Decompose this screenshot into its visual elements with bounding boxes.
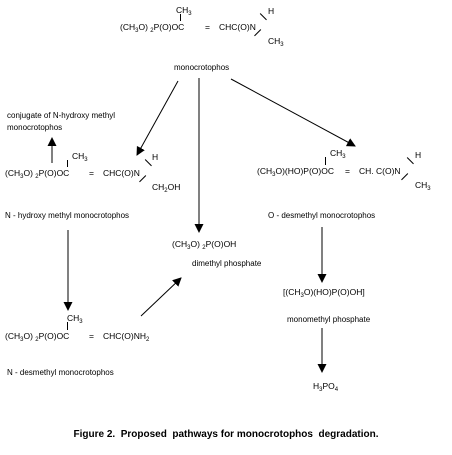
formula-label: (CH3O) 2P(O)OC (5, 331, 70, 343)
double-bond-sign: = (89, 331, 94, 341)
conjugate-line-2: monocrotophos (7, 123, 63, 132)
formula-label: [(CH3O)(HO)P(O)OH] (283, 287, 365, 299)
n-methyl-label: CH3 (415, 180, 431, 192)
formula-label: (CH3O) 2P(O)OC (5, 168, 70, 180)
double-bond-sign: = (345, 166, 350, 176)
amide-label: CHC(O)N (219, 22, 256, 32)
hydrogen-label: H (415, 150, 422, 160)
bond-line (67, 322, 68, 330)
bond-line (67, 160, 68, 167)
hydrogen-label: H (152, 152, 159, 162)
compound-name: monocrotophos (174, 63, 230, 72)
bond-line (180, 14, 181, 21)
formula-label: (CH3O) 2P(O)OC (120, 22, 185, 34)
formula-label: (CH3O)(HO)P(O)OC (257, 166, 334, 178)
methyl-group-label: CH3 (72, 151, 88, 163)
methyl-group-label: CH3 (330, 148, 346, 160)
formula-label: H3PO4 (313, 381, 339, 393)
arrow-mono-to-o-desmethyl (230, 78, 356, 147)
compound-name: N - desmethyl monocrotophos (7, 368, 114, 377)
compound-name: N - hydroxy methyl monocrotophos (5, 211, 130, 220)
arrow-n-desmethyl-to-dimethyl-phosphate (140, 277, 182, 317)
methyl-group-label: CH3 (176, 5, 192, 17)
compound-name: monomethyl phosphate (287, 315, 371, 324)
hydroxymethyl-label: CH2OH (152, 182, 181, 194)
arrow-mono-to-n-hydroxymethyl (136, 80, 179, 156)
figure-caption: Figure 2. Proposed pathways for monocrot… (73, 429, 379, 440)
double-bond-sign: = (205, 22, 210, 32)
compound-name: O - desmethyl monocrotophos (268, 211, 376, 220)
bond-line (325, 157, 326, 165)
conjugate-line-1: conjugate of N-hydroxy methyl (7, 111, 116, 120)
double-bond-sign: = (89, 168, 94, 178)
n-methyl-label: CH3 (268, 36, 284, 48)
amide-label: CH. C(O)N (359, 166, 401, 176)
formula-label: (CH3O) 2P(O)OH (172, 239, 237, 251)
methyl-group-label: CH3 (67, 313, 83, 325)
compound-name: dimethyl phosphate (192, 259, 262, 268)
hydrogen-label: H (268, 6, 275, 16)
amide-label: CHC(O)N (103, 168, 140, 178)
amide-label: CHC(O)NH2 (103, 331, 150, 343)
